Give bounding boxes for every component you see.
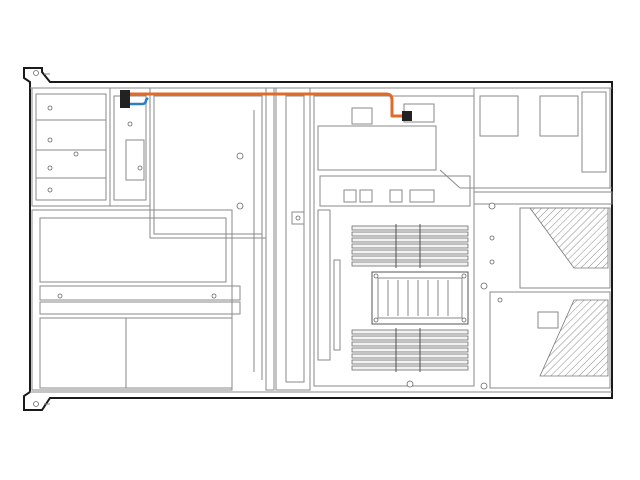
front-drive-bay xyxy=(31,87,111,207)
dimm-bank-lower xyxy=(351,328,469,388)
riser-cage xyxy=(473,87,613,390)
processor-heatsink xyxy=(371,271,469,325)
power-supply-bay xyxy=(31,209,241,391)
system-board xyxy=(313,95,476,387)
cable-blue xyxy=(130,97,149,106)
cable-orange xyxy=(130,92,412,121)
fan-bay xyxy=(253,87,311,391)
drive-cage xyxy=(109,87,267,239)
dimm-bank-upper xyxy=(351,224,469,268)
connector-block xyxy=(120,90,130,108)
cable-connector-end xyxy=(402,111,412,121)
